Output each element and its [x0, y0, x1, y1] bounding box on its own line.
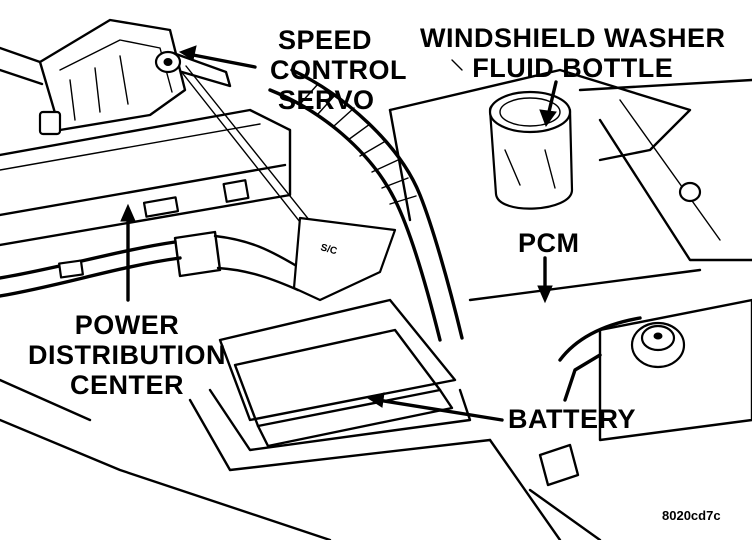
battery-body — [188, 298, 492, 472]
lower-body — [0, 378, 602, 540]
engine-cover — [0, 108, 292, 247]
fluid-bottle-line: FLUID BOTTLE — [472, 53, 674, 83]
triangular-connector: S/C — [292, 216, 397, 302]
speed-control-servo-part — [154, 50, 339, 261]
servo-line: SERVO — [278, 85, 375, 115]
svg-text:S/C: S/C — [319, 242, 338, 257]
windshield-washer-label: WINDSHIELD WASHER FLUID BOTTLE — [420, 23, 726, 83]
speed-control-servo-label: SPEED CONTROL SERVO — [270, 25, 407, 115]
power-distribution-center-label: POWER DISTRIBUTION CENTER — [22, 310, 232, 400]
wiring-harness — [0, 230, 302, 298]
figure-code: 8020cd7c — [662, 508, 721, 523]
battery-hold-down — [538, 298, 752, 487]
windshield-washer-line: WINDSHIELD WASHER — [420, 23, 726, 53]
speed-line: SPEED — [278, 25, 373, 55]
pcm-module — [468, 78, 752, 302]
air-cleaner-housing — [0, 18, 187, 136]
power-line: POWER — [74, 310, 180, 340]
battery-label: BATTERY — [508, 404, 636, 434]
leader-arrows — [120, 45, 558, 422]
washer-fluid-bottle — [388, 68, 692, 222]
pcm-label: PCM — [518, 228, 580, 258]
control-line: CONTROL — [270, 55, 407, 85]
center-line: CENTER — [69, 370, 184, 400]
distribution-line: DISTRIBUTION — [28, 340, 226, 370]
